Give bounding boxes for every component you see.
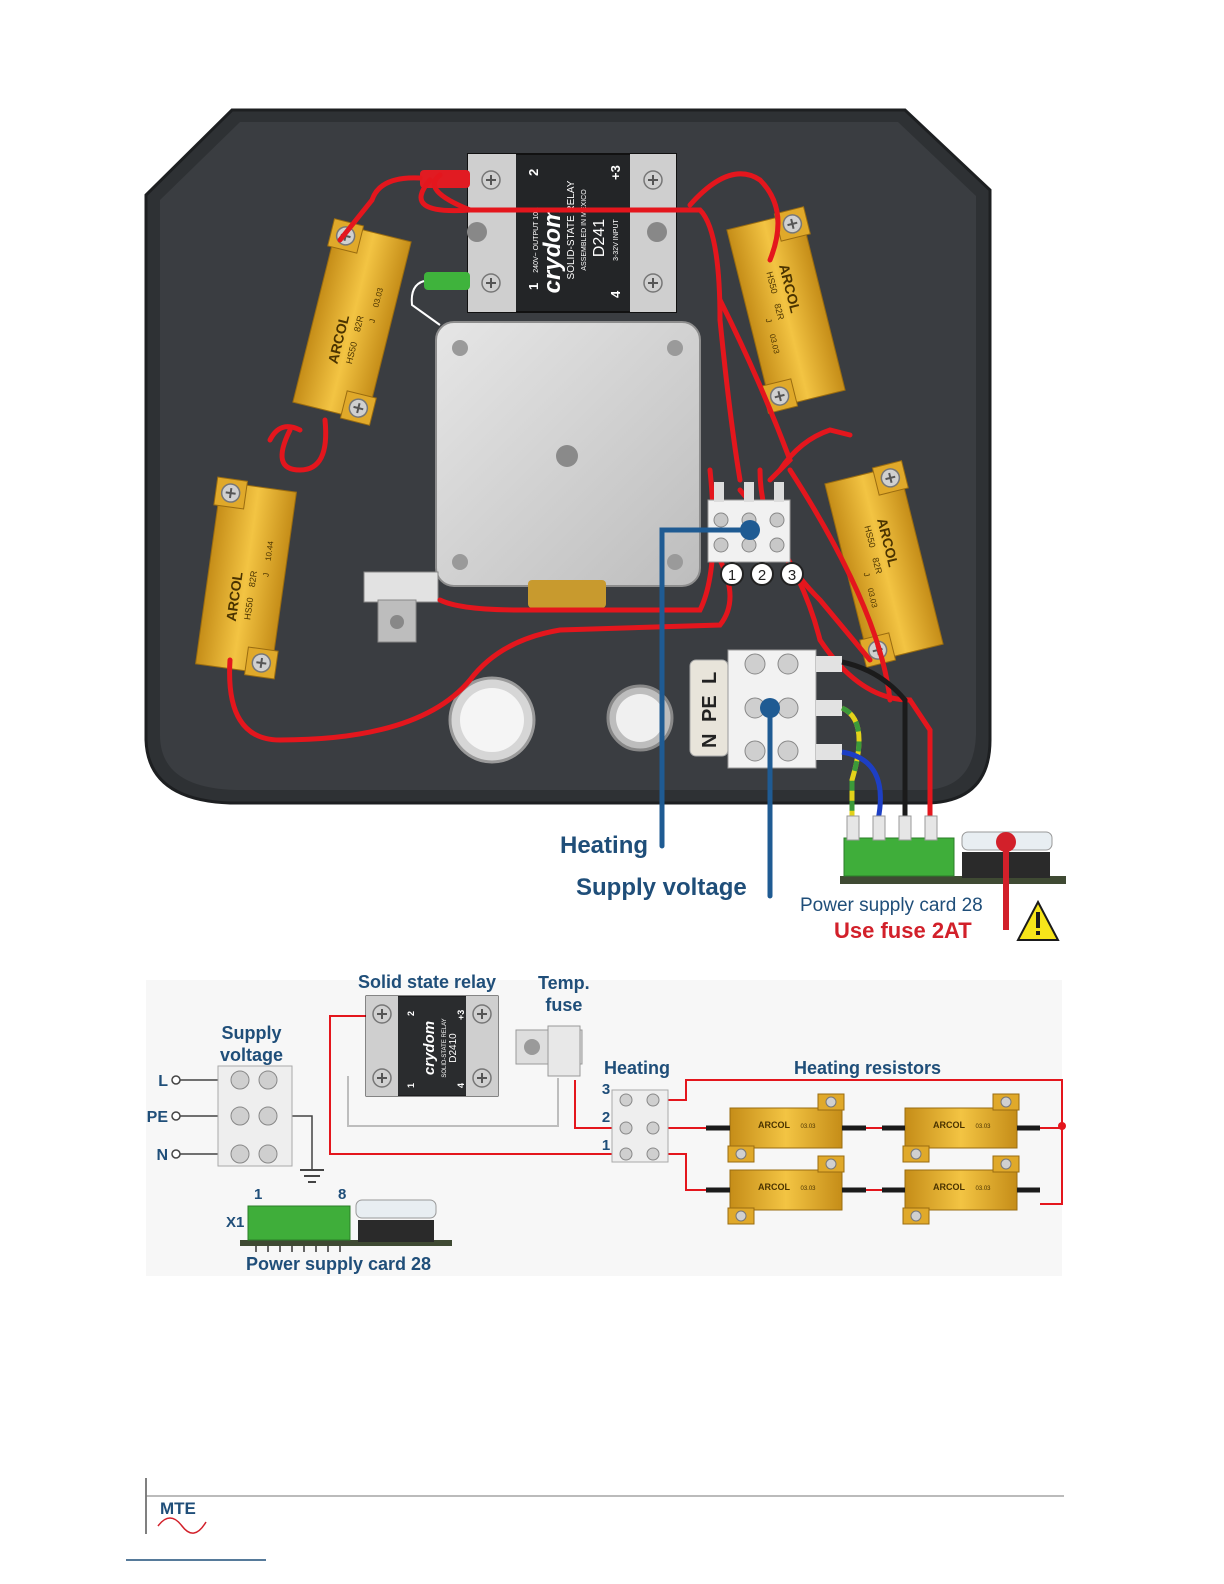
temp-fuse-schematic (515, 1025, 583, 1077)
ground-icon (300, 1169, 324, 1183)
footer: MTE (126, 1478, 1064, 1561)
terminal-letter-pe: PE (699, 695, 721, 722)
svg-text:4: 4 (456, 1083, 466, 1088)
solid-state-relay-schematic: crydom SOLID-STATE RELAY D2410 1 2 +3 4 (365, 995, 499, 1097)
relay-pin-3: +3 (608, 165, 623, 180)
svg-text:ARCOL: ARCOL (758, 1182, 790, 1192)
svg-text:2: 2 (758, 567, 766, 584)
relay-line2: ASSEMBLED IN MEXICO (581, 189, 588, 271)
resistor-model: HS50 (242, 597, 255, 621)
relay-model: D241 (591, 219, 608, 257)
schematic-power-supply-card-label: Power supply card 28 (246, 1254, 432, 1274)
svg-text:crydom: crydom (421, 1021, 438, 1075)
supply-terminal-n: N (156, 1147, 168, 1164)
resistor-code: 10.44 (264, 540, 276, 562)
relay-output-text: 240V~ OUTPUT 10A (533, 207, 540, 273)
mte-logo: MTE (160, 1499, 196, 1518)
power-supply-card-photo (840, 815, 1066, 884)
svg-text:ARCOL: ARCOL (933, 1182, 965, 1192)
fuse-warning-label: Use fuse 2AT (834, 918, 972, 943)
resistor-tol: J (261, 572, 270, 577)
resistor-schematic-3: ARCOL 03.03 (727, 1155, 845, 1225)
heating-terminal-3: 3 (780, 562, 804, 586)
svg-text:3: 3 (788, 567, 796, 584)
resistor-photo-3: ARCOL HS50 82R 03.03 J (726, 206, 846, 414)
heating-terminal-1: 1 (720, 562, 744, 586)
schematic-heating-label: Heating (604, 1058, 671, 1078)
heating-leader-line (659, 527, 753, 849)
resistor-tol: J (862, 572, 872, 578)
heating-terminal-3-label: 3 (602, 1081, 610, 1098)
resistor-schematic-1: ARCOL 03.03 (727, 1093, 845, 1163)
solid-state-relay-photo: crydom SOLID-STATE RELAY ASSEMBLED IN ME… (467, 153, 677, 313)
svg-text:03.03: 03.03 (975, 1124, 991, 1130)
resistor-value: 82R (352, 314, 366, 333)
logo-wave-icon (157, 1517, 207, 1534)
heating-terminal-2-label: 2 (602, 1109, 610, 1126)
schematic-pin-last-label: 8 (338, 1186, 347, 1203)
temp-fuse (363, 571, 439, 643)
schematic-supply-voltage-label: Supply voltage (220, 1023, 284, 1065)
heating-terminal-2: 2 (750, 562, 774, 586)
enclosure-photo: crydom SOLID-STATE RELAY ASSEMBLED IN ME… (144, 108, 1066, 941)
svg-text:D2410: D2410 (448, 1033, 459, 1063)
svg-text:1: 1 (406, 1083, 416, 1088)
photo-power-supply-card-label: Power supply card 28 (800, 895, 983, 916)
schematic-heating-resistors-label: Heating resistors (794, 1058, 942, 1078)
schematic-relay-label: Solid state relay (358, 972, 497, 992)
svg-text:1: 1 (728, 567, 736, 584)
supply-terminal-block (217, 1065, 293, 1167)
resistor-photo-2: ARCOL HS50 82R 10.44 J (195, 476, 297, 680)
schematic-pin-first-label: 1 (254, 1186, 263, 1203)
resistor-tol: J (764, 318, 774, 324)
resistor-tol: J (368, 318, 378, 324)
svg-text:03.03: 03.03 (800, 1124, 816, 1130)
warning-icon (1016, 899, 1060, 941)
svg-text:SOLID-STATE RELAY: SOLID-STATE RELAY (442, 1018, 448, 1077)
temp-sensor (528, 580, 606, 608)
photo-heating-label: Heating (560, 832, 649, 859)
relay-pin-2: 2 (526, 169, 541, 176)
power-supply-card-schematic (240, 1199, 452, 1252)
schematic: L PE N crydom SOLID-STATE RELAY D2410 1 … (146, 980, 1066, 1276)
terminal-letter-l: L (699, 672, 721, 684)
svg-text:2: 2 (406, 1011, 416, 1016)
resistor-brand: ARCOL (223, 570, 246, 622)
resistor-value: 82R (247, 570, 259, 588)
heating-terminal-block-schematic (611, 1089, 669, 1163)
supply-terminal-l: L (158, 1073, 168, 1090)
relay-input-text: 3-32V INPUT (613, 218, 620, 260)
resistor-photo-4: ARCOL HS50 82R 03.03 J (824, 460, 944, 668)
svg-text:ARCOL: ARCOL (933, 1120, 965, 1130)
svg-text:03.03: 03.03 (975, 1186, 991, 1192)
terminal-letter-n: N (699, 734, 721, 748)
schematic-temp-fuse-label: Temp. fuse (538, 973, 590, 1015)
relay-line1: SOLID-STATE RELAY (566, 180, 577, 279)
relay-brand: crydom (539, 207, 566, 294)
schematic-x1-label: X1 (226, 1214, 245, 1231)
svg-text:ARCOL: ARCOL (758, 1120, 790, 1130)
heating-plate (435, 321, 701, 587)
resistor-schematic-2: ARCOL 03.03 (902, 1093, 1020, 1163)
heating-terminal-1-label: 1 (602, 1137, 610, 1154)
resistor-value: 82R (870, 556, 884, 575)
supply-terminal-pe: PE (147, 1109, 169, 1126)
relay-pin-4: 4 (608, 290, 623, 298)
resistor-value: 82R (772, 302, 786, 321)
svg-text:+3: +3 (456, 1010, 466, 1020)
relay-pin-1: 1 (526, 283, 541, 290)
photo-supply-voltage-label: Supply voltage (576, 874, 747, 901)
svg-text:03.03: 03.03 (800, 1186, 816, 1192)
resistor-schematic-4: ARCOL 03.03 (902, 1155, 1020, 1225)
